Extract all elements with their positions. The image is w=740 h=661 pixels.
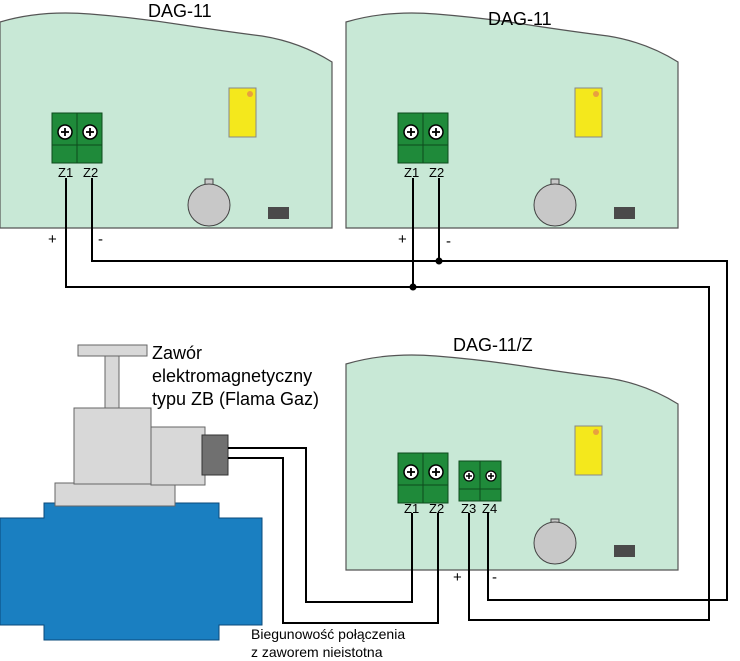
- terminal-label-z2: Z2: [429, 165, 444, 180]
- note-line-1: Biegunowość połączenia: [251, 626, 405, 642]
- terminal-label-z3: Z3: [461, 501, 476, 516]
- solenoid-valve: [0, 344, 263, 641]
- device-dag11-left: DAG-11 Z1 Z2 + -: [0, 1, 333, 248]
- terminal-label-z1: Z1: [58, 165, 73, 180]
- valve-body: [73, 407, 152, 485]
- polarity-minus: -: [492, 569, 497, 586]
- valve-handle: [77, 344, 148, 357]
- terminal-block-z1-z2: [397, 112, 449, 164]
- polarity-plus: +: [398, 231, 407, 248]
- pcb-board: [0, 12, 333, 229]
- polarity-plus: +: [453, 569, 462, 586]
- screw-icon: [485, 470, 497, 482]
- polarity-plus: +: [48, 231, 57, 248]
- valve-stem: [104, 354, 120, 409]
- terminal-label-z4: Z4: [482, 501, 497, 516]
- screw-icon: [428, 124, 444, 140]
- wiring: [65, 178, 728, 624]
- connector-block: [614, 545, 635, 557]
- valve-label-line-2: elektromagnetyczny: [152, 366, 312, 386]
- gas-pipe: [0, 502, 263, 641]
- led-icon: [247, 91, 253, 97]
- knob-icon: [187, 178, 231, 227]
- polarity-minus: -: [98, 231, 103, 248]
- wire-minus-bus: [91, 178, 728, 601]
- connector-block: [268, 207, 289, 219]
- screw-icon: [403, 464, 419, 480]
- pcb-board: [345, 354, 679, 571]
- pcb-board: [345, 12, 679, 229]
- screw-icon: [428, 464, 444, 480]
- screw-icon: [57, 124, 73, 140]
- valve-flange: [54, 482, 176, 507]
- led-icon: [593, 91, 599, 97]
- screw-icon: [463, 470, 475, 482]
- terminal-block-z1-z2: [397, 452, 449, 504]
- valve-label-line-3: typu ZB (Flama Gaz): [152, 389, 319, 409]
- screw-icon: [82, 124, 98, 140]
- wire-valve-z2: [228, 457, 439, 624]
- device-dag11-right: DAG-11 Z1 Z2 + -: [345, 9, 679, 250]
- knob-icon: [533, 178, 577, 227]
- connector-block: [614, 207, 635, 219]
- valve-label-line-1: Zawór: [152, 343, 202, 363]
- junction-dot: [435, 257, 443, 265]
- led-icon: [593, 429, 599, 435]
- wire-plus-bus: [65, 178, 710, 621]
- device-dag11z: DAG-11/Z Z1 Z2 Z3 Z4 + -: [345, 335, 679, 586]
- valve-coil: [150, 426, 206, 486]
- terminal-label-z2: Z2: [429, 501, 444, 516]
- device-title: DAG-11/Z: [453, 335, 533, 355]
- terminal-label-z1: Z1: [404, 501, 419, 516]
- device-title: DAG-11: [488, 9, 552, 29]
- terminal-block-z1-z2: [51, 112, 103, 164]
- terminal-label-z2: Z2: [83, 165, 98, 180]
- knob-icon: [533, 518, 577, 565]
- screw-icon: [403, 124, 419, 140]
- coil-connector: [201, 434, 229, 476]
- note-line-2: z zaworem nieistotna: [251, 644, 383, 660]
- terminal-label-z1: Z1: [404, 165, 419, 180]
- terminal-block-z3-z4: [458, 460, 502, 502]
- polarity-minus: -: [446, 233, 451, 250]
- device-title: DAG-11: [148, 1, 212, 21]
- junction-dot: [409, 283, 417, 291]
- wire-valve-z1: [228, 447, 413, 603]
